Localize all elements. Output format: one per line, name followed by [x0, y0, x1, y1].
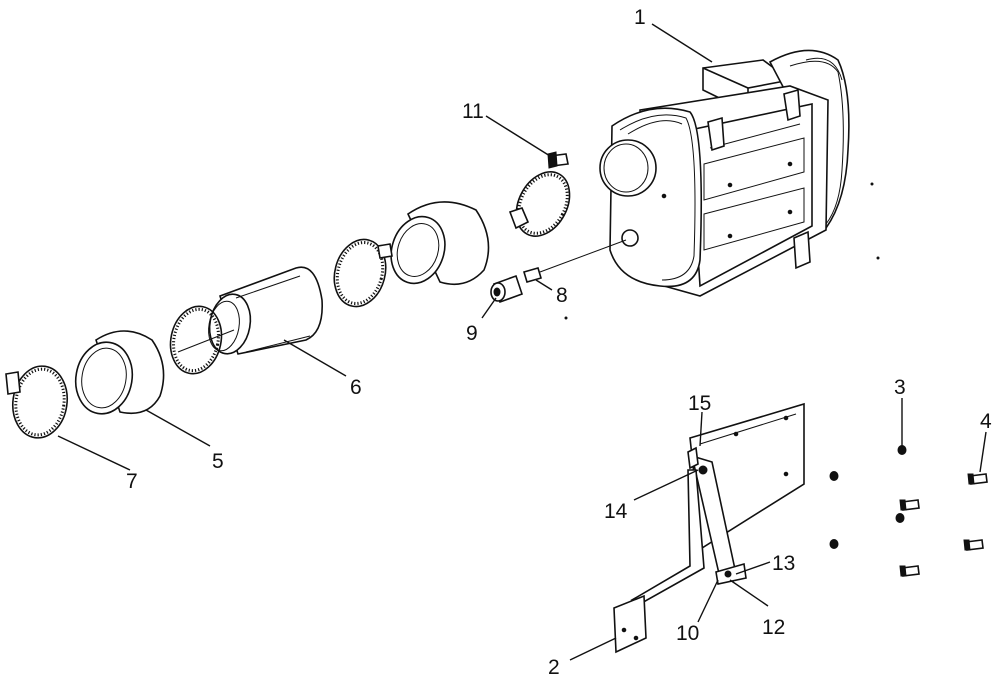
vacuator-valve-9 [490, 274, 524, 304]
callout-10: 10 [676, 622, 699, 645]
hose-clamp-upper [508, 171, 571, 237]
callout-11: 11 [462, 100, 484, 123]
callout-6: 6 [350, 376, 362, 399]
hose-elbow-front [74, 330, 165, 415]
callout-1: 1 [634, 6, 646, 29]
callout-9: 9 [466, 322, 478, 345]
callout-13: 13 [772, 552, 795, 575]
hose-clamp-filter [169, 305, 235, 375]
mounting-bracket [613, 402, 805, 654]
callout-8: 8 [556, 284, 568, 307]
air-cleaner-housing [599, 49, 850, 297]
callout-14: 14 [604, 500, 628, 523]
callout-12: 12 [762, 616, 785, 639]
hose-elbow-upper [390, 201, 490, 286]
callout-2: 2 [548, 656, 560, 679]
hose-clamp-middle [333, 238, 393, 308]
leader-lines [57, 23, 987, 661]
callout-5: 5 [212, 450, 224, 473]
callout-7: 7 [126, 470, 138, 493]
callout-15: 15 [688, 392, 711, 415]
callout-labels: 1 2 3 4 5 6 7 8 9 10 11 12 13 14 15 [126, 6, 992, 679]
filter-element [208, 266, 323, 355]
hose-clamp-7 [5, 365, 69, 439]
callout-4: 4 [980, 410, 992, 433]
hardware-nuts-bolts [829, 445, 988, 577]
callout-3: 3 [894, 376, 906, 399]
fitting-11 [547, 151, 569, 169]
fitting-8 [523, 239, 627, 283]
